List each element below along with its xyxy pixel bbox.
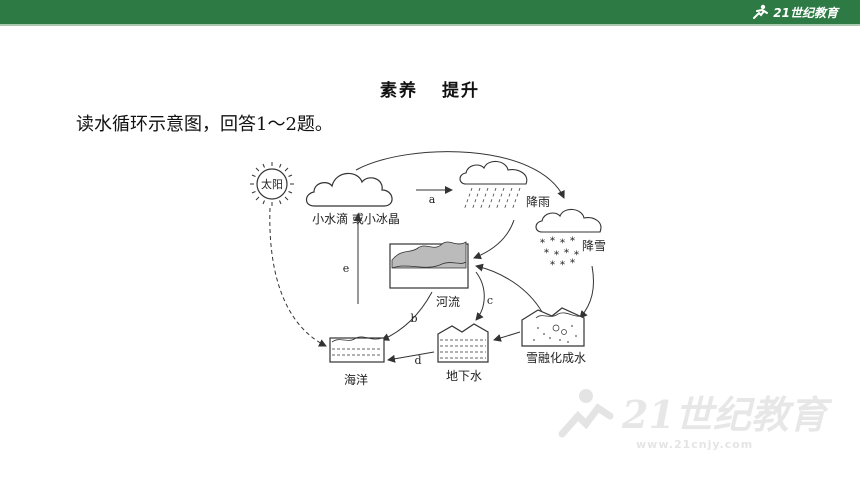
ocean-block <box>329 336 385 363</box>
title-part1: 素养 <box>380 81 418 101</box>
snowflakes: **** **** *** <box>540 236 579 271</box>
logo-text: 21世纪教育 <box>773 5 838 20</box>
snowmelt-block <box>521 307 585 347</box>
arrow-b-label: b <box>410 312 417 325</box>
svg-text:*: * <box>574 250 579 261</box>
ocean-label: 海洋 <box>344 372 368 387</box>
question-text: 读水循环示意图，回答1～2题。 <box>76 114 333 135</box>
runner-logo-icon <box>753 4 769 19</box>
arc-arrow <box>355 151 565 199</box>
svg-text:*: * <box>550 236 555 247</box>
snowmelt-label: 雪融化成水 <box>526 351 586 365</box>
svg-text:*: * <box>544 248 549 259</box>
sun-icon <box>250 162 294 206</box>
watermark-brand: 21世纪教育 <box>621 392 833 437</box>
rain-drops <box>463 187 521 211</box>
arrow-a-label: a <box>429 193 436 206</box>
svg-text:*: * <box>560 260 565 271</box>
arrow-c-label: c <box>487 294 493 307</box>
melt-to-river-arrow <box>475 263 543 313</box>
arrow-d-label: d <box>414 354 421 367</box>
sun-to-ocean-arrow <box>269 207 327 347</box>
sun-label: 太阳 <box>261 178 283 191</box>
snow-to-melt-arrow <box>579 265 594 319</box>
watermark-logo: 21世纪教育 <box>558 389 833 438</box>
rain-to-river-arrow <box>473 219 515 260</box>
svg-text:*: * <box>540 238 545 249</box>
groundwater-label: 地下水 <box>446 369 482 383</box>
rain-cloud-icon <box>459 160 528 185</box>
arrow-c <box>475 271 485 321</box>
svg-text:*: * <box>570 236 575 247</box>
svg-text:*: * <box>560 238 565 249</box>
svg-text:*: * <box>564 248 569 259</box>
arrow-b <box>381 291 433 341</box>
svg-text:*: * <box>550 260 555 271</box>
water-cycle-diagram: 太阳 小水滴 或小冰晶 a 降雨 **** **** *** 降雪 河流 e b <box>250 151 606 387</box>
groundwater-block <box>437 323 489 363</box>
snow-label: 降雪 <box>582 239 606 253</box>
rain-label: 降雨 <box>526 195 550 209</box>
main-cloud-icon <box>305 172 393 207</box>
snow-cloud-icon <box>535 208 602 233</box>
header-bar <box>0 0 860 24</box>
site-logo[interactable]: 21世纪教育 <box>751 2 838 22</box>
river-label: 河流 <box>436 295 460 309</box>
title-part2: 提升 <box>442 81 480 101</box>
clouds-label: 小水滴 或小冰晶 <box>312 211 400 226</box>
svg-text:*: * <box>554 250 559 261</box>
melt-to-ground-arrow <box>493 331 521 342</box>
watermark-url: www.21cnjy.com <box>636 438 754 451</box>
svg-text:*: * <box>570 258 575 269</box>
arrow-d <box>387 351 435 363</box>
arrow-e-label: e <box>343 262 350 275</box>
header-accent-line <box>0 24 860 26</box>
section-title: 素养 提升 <box>0 76 860 101</box>
river-block <box>389 241 469 289</box>
